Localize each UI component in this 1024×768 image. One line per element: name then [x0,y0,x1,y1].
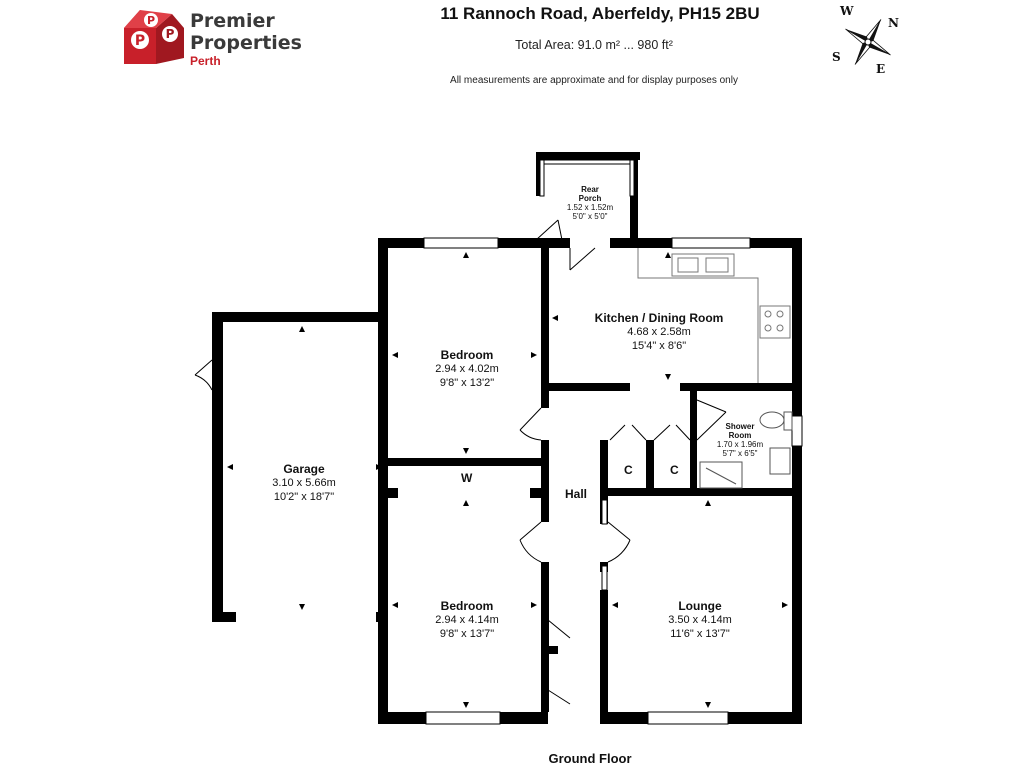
bedroom2-metric: 2.94 x 4.14m [435,614,499,626]
lounge-imperial: 11'6" x 13'7" [670,628,730,640]
company-logo: P P P Premier Properties Perth [118,6,318,72]
rear-porch-metric: 1.52 x 1.52m [566,203,614,212]
room-hall: Hall [554,487,598,501]
room-shower: Shower Room 1.70 x 1.96m 5'7" x 6'5" [700,422,780,458]
room-bedroom-1: Bedroom 2.94 x 4.02m 9'8" x 13'2" [400,348,534,390]
lounge-name: Lounge [678,599,722,613]
shower-metric: 1.70 x 1.96m [716,440,764,449]
dimension-markers [227,252,788,708]
total-area: Total Area: 91.0 m² ... 980 ft² [515,38,673,52]
cupboard-tag-2: C [670,463,679,477]
disclaimer: All measurements are approximate and for… [450,75,738,86]
brand-location: Perth [190,54,221,68]
bedroom1-name: Bedroom [440,348,494,362]
house-logo-icon: P P P [124,10,184,64]
bedroom1-imperial: 9'8" x 13'2" [439,377,495,389]
garage-name: Garage [283,462,325,476]
compass-rose: W N S E [830,2,910,78]
brand-name-line2: Properties [190,32,302,54]
room-garage: Garage 3.10 x 5.66m 10'2" x 18'7" [234,462,374,504]
hall-name: Hall [564,487,587,501]
bedroom2-name: Bedroom [440,599,494,613]
garage-imperial: 10'2" x 18'7" [273,491,335,503]
room-rear-porch: Rear Porch 1.52 x 1.52m 5'0" x 5'0" [555,185,625,221]
bedroom1-metric: 2.94 x 4.02m [435,363,499,375]
cupboard-tag-1: C [624,463,633,477]
compass-w: W [840,4,854,18]
bedroom2-imperial: 9'8" x 13'7" [439,628,495,640]
compass-icon [845,19,891,65]
doors [194,219,727,712]
svg-text:P: P [166,27,175,41]
brand-name-line1: Premier [190,10,275,32]
rear-porch-name-1: Rear [581,185,599,194]
walls [212,152,802,724]
compass-s: S [832,50,841,64]
room-lounge: Lounge 3.50 x 4.14m 11'6" x 13'7" [630,599,770,641]
windows [423,159,803,725]
wardrobe-tag: W [461,471,473,485]
kitchen-metric: 4.68 x 2.58m [627,326,691,338]
svg-text:P: P [147,14,155,27]
compass-e: E [876,62,886,76]
rear-porch-imperial: 5'0" x 5'0" [572,212,608,221]
svg-text:P: P [135,33,145,49]
compass-n: N [888,16,899,30]
kitchen-name: Kitchen / Dining Room [594,311,724,325]
property-address-title: 11 Rannoch Road, Aberfeldy, PH15 2BU [440,4,760,23]
shower-name-1: Shower [725,422,755,431]
shower-imperial: 5'7" x 6'5" [722,449,758,458]
shower-name-2: Room [728,431,752,440]
garage-metric: 3.10 x 5.66m [272,477,336,489]
room-kitchen: Kitchen / Dining Room 4.68 x 2.58m 15'4"… [574,311,744,353]
lounge-metric: 3.50 x 4.14m [668,614,732,626]
room-bedroom-2: Bedroom 2.94 x 4.14m 9'8" x 13'7" [400,599,534,641]
kitchen-imperial: 15'4" x 8'6" [631,340,687,352]
kitchen-fixtures [637,248,791,383]
rear-porch-name-2: Porch [578,194,602,203]
floor-label: Ground Floor [548,751,632,766]
bathroom-fixtures [699,411,793,489]
